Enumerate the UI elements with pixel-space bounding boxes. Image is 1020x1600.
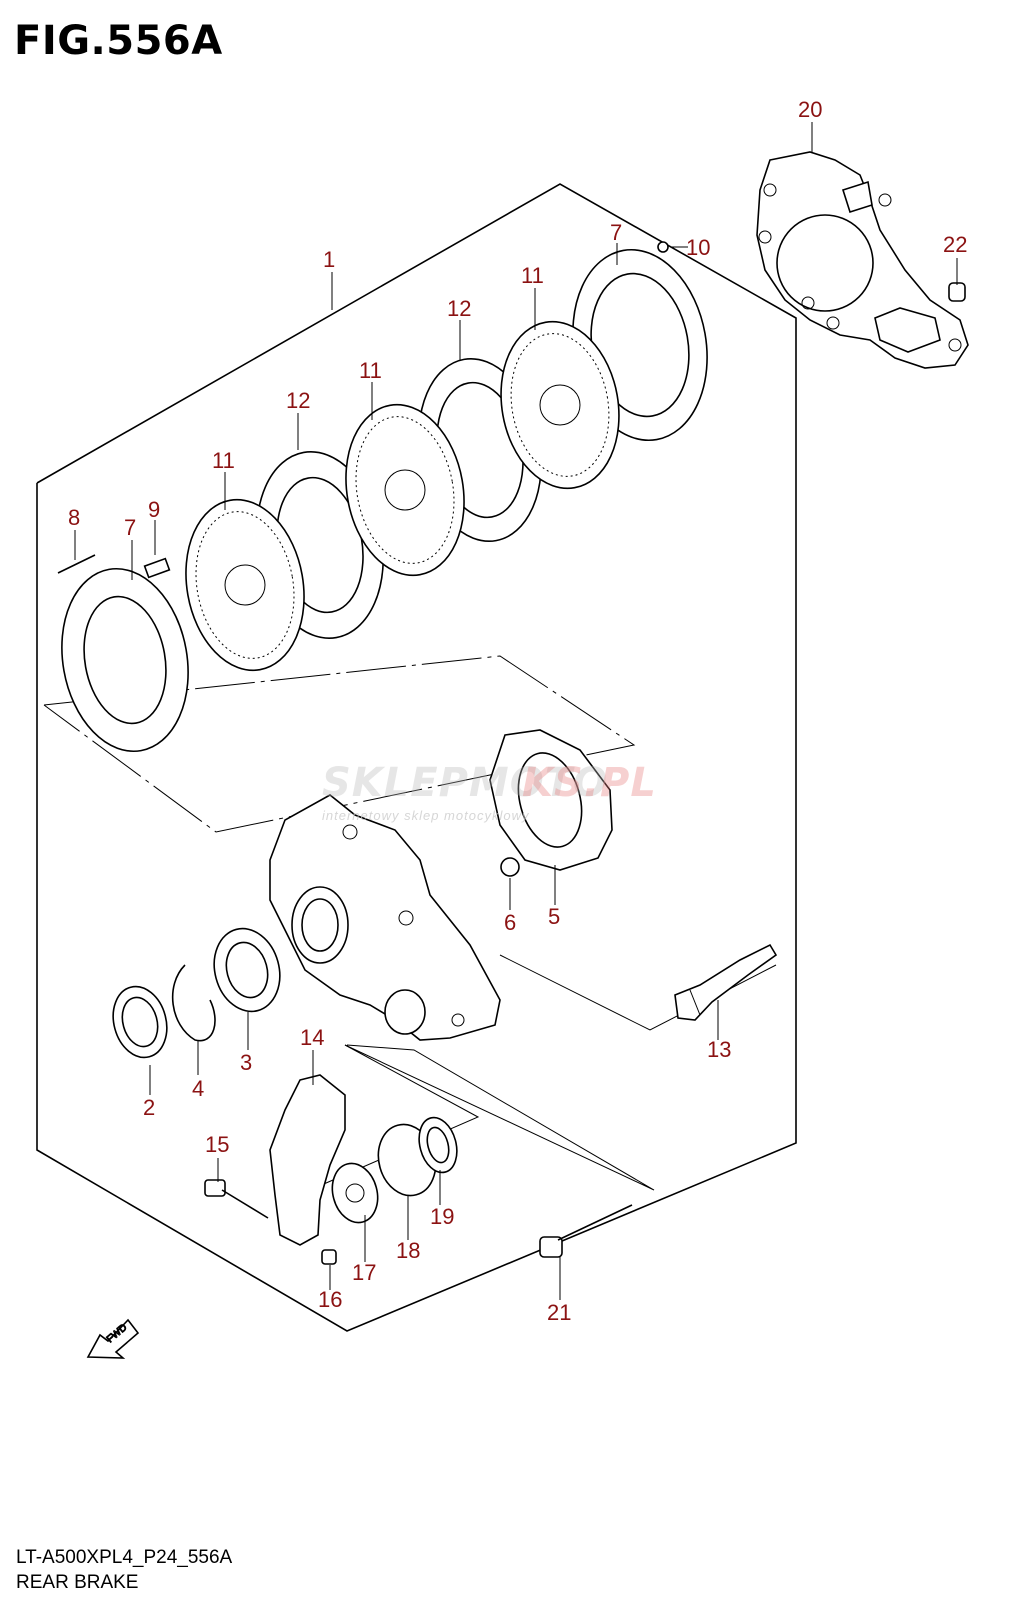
label-part-19: 19 [430,1204,454,1229]
label-part-18: 18 [396,1238,420,1263]
fwd-arrow-icon: FWD [86,1318,140,1359]
gasket-part [756,151,969,369]
assembly-outline [36,183,797,1332]
watermark-tagline: internetowy sklep motocyklowy [322,808,530,823]
label-part-11a: 11 [521,263,544,288]
label-part-12a: 12 [447,296,471,321]
leader-lines [74,122,958,1300]
oil-seal [112,985,168,1059]
label-part-6: 6 [504,910,516,935]
brake-housing [269,794,501,1041]
disc-pack-leader [43,655,636,833]
label-part-16: 16 [318,1287,342,1312]
friction-disc-middle [345,403,465,577]
label-part-15: 15 [205,1132,229,1157]
label-part-14: 14 [300,1025,324,1050]
sensor-leader [309,1044,480,1191]
label-part-11b: 11 [359,358,382,383]
seal-19 [418,1116,458,1174]
label-part-22: 22 [943,232,967,257]
label-part-1: 1 [323,247,335,272]
friction-disc-bottom [185,498,305,672]
label-part-2: 2 [143,1095,155,1120]
lower-leader [344,1044,655,1191]
spring-9 [143,557,171,579]
circlip [171,964,216,1042]
separator-plate-7-bottom [61,567,189,753]
watermark-text-red: KS.PL [522,760,657,806]
label-part-12b: 12 [286,388,310,413]
label-part-21: 21 [547,1300,571,1325]
label-part-13: 13 [707,1037,731,1062]
sensor-bracket [269,1074,346,1246]
diagram-code: LT-A500XPL4_P24_556A [16,1547,233,1568]
diagram-name: REAR BRAKE [16,1572,139,1593]
label-part-7a: 7 [124,515,136,540]
label-part-4: 4 [192,1076,204,1101]
label-part-11c: 11 [212,448,235,473]
watermark-text-grey: SKLEPMOTO [322,760,609,806]
label-part-9: 9 [148,497,160,522]
label-part-8: 8 [68,505,80,530]
bolt-15 [204,1179,269,1219]
shaft-leader [499,954,777,1031]
label-part-10: 10 [686,235,710,260]
label-part-20: 20 [798,97,822,122]
label-part-7b: 7 [610,220,622,245]
clip-10 [657,241,669,253]
label-part-3: 3 [240,1050,252,1075]
nut-16 [321,1249,337,1265]
pin-8 [57,554,96,574]
pressure-plate [489,729,613,871]
part-number-labels: 1 2 3 4 5 6 7 7 8 9 10 11 11 11 12 12 13… [68,97,967,1325]
label-part-5: 5 [548,904,560,929]
brake-shaft [674,943,778,1021]
figure-title: FIG.556A [14,18,223,64]
bearing [213,927,281,1013]
bolt-21 [539,1204,633,1258]
friction-disc-top [500,320,620,490]
steel-ball [500,857,520,877]
dowel-pin [948,282,966,302]
sensor-rotor [331,1162,379,1224]
label-part-17: 17 [352,1260,376,1285]
